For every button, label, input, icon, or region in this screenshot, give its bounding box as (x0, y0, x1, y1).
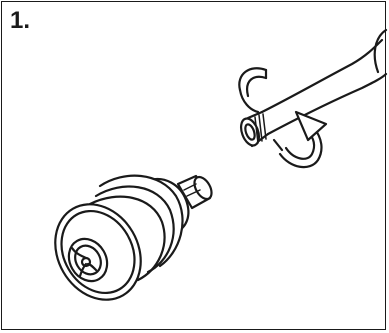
counterclockwise-rotation-arrow-icon (239, 68, 326, 167)
shower-head-icon (38, 174, 215, 315)
